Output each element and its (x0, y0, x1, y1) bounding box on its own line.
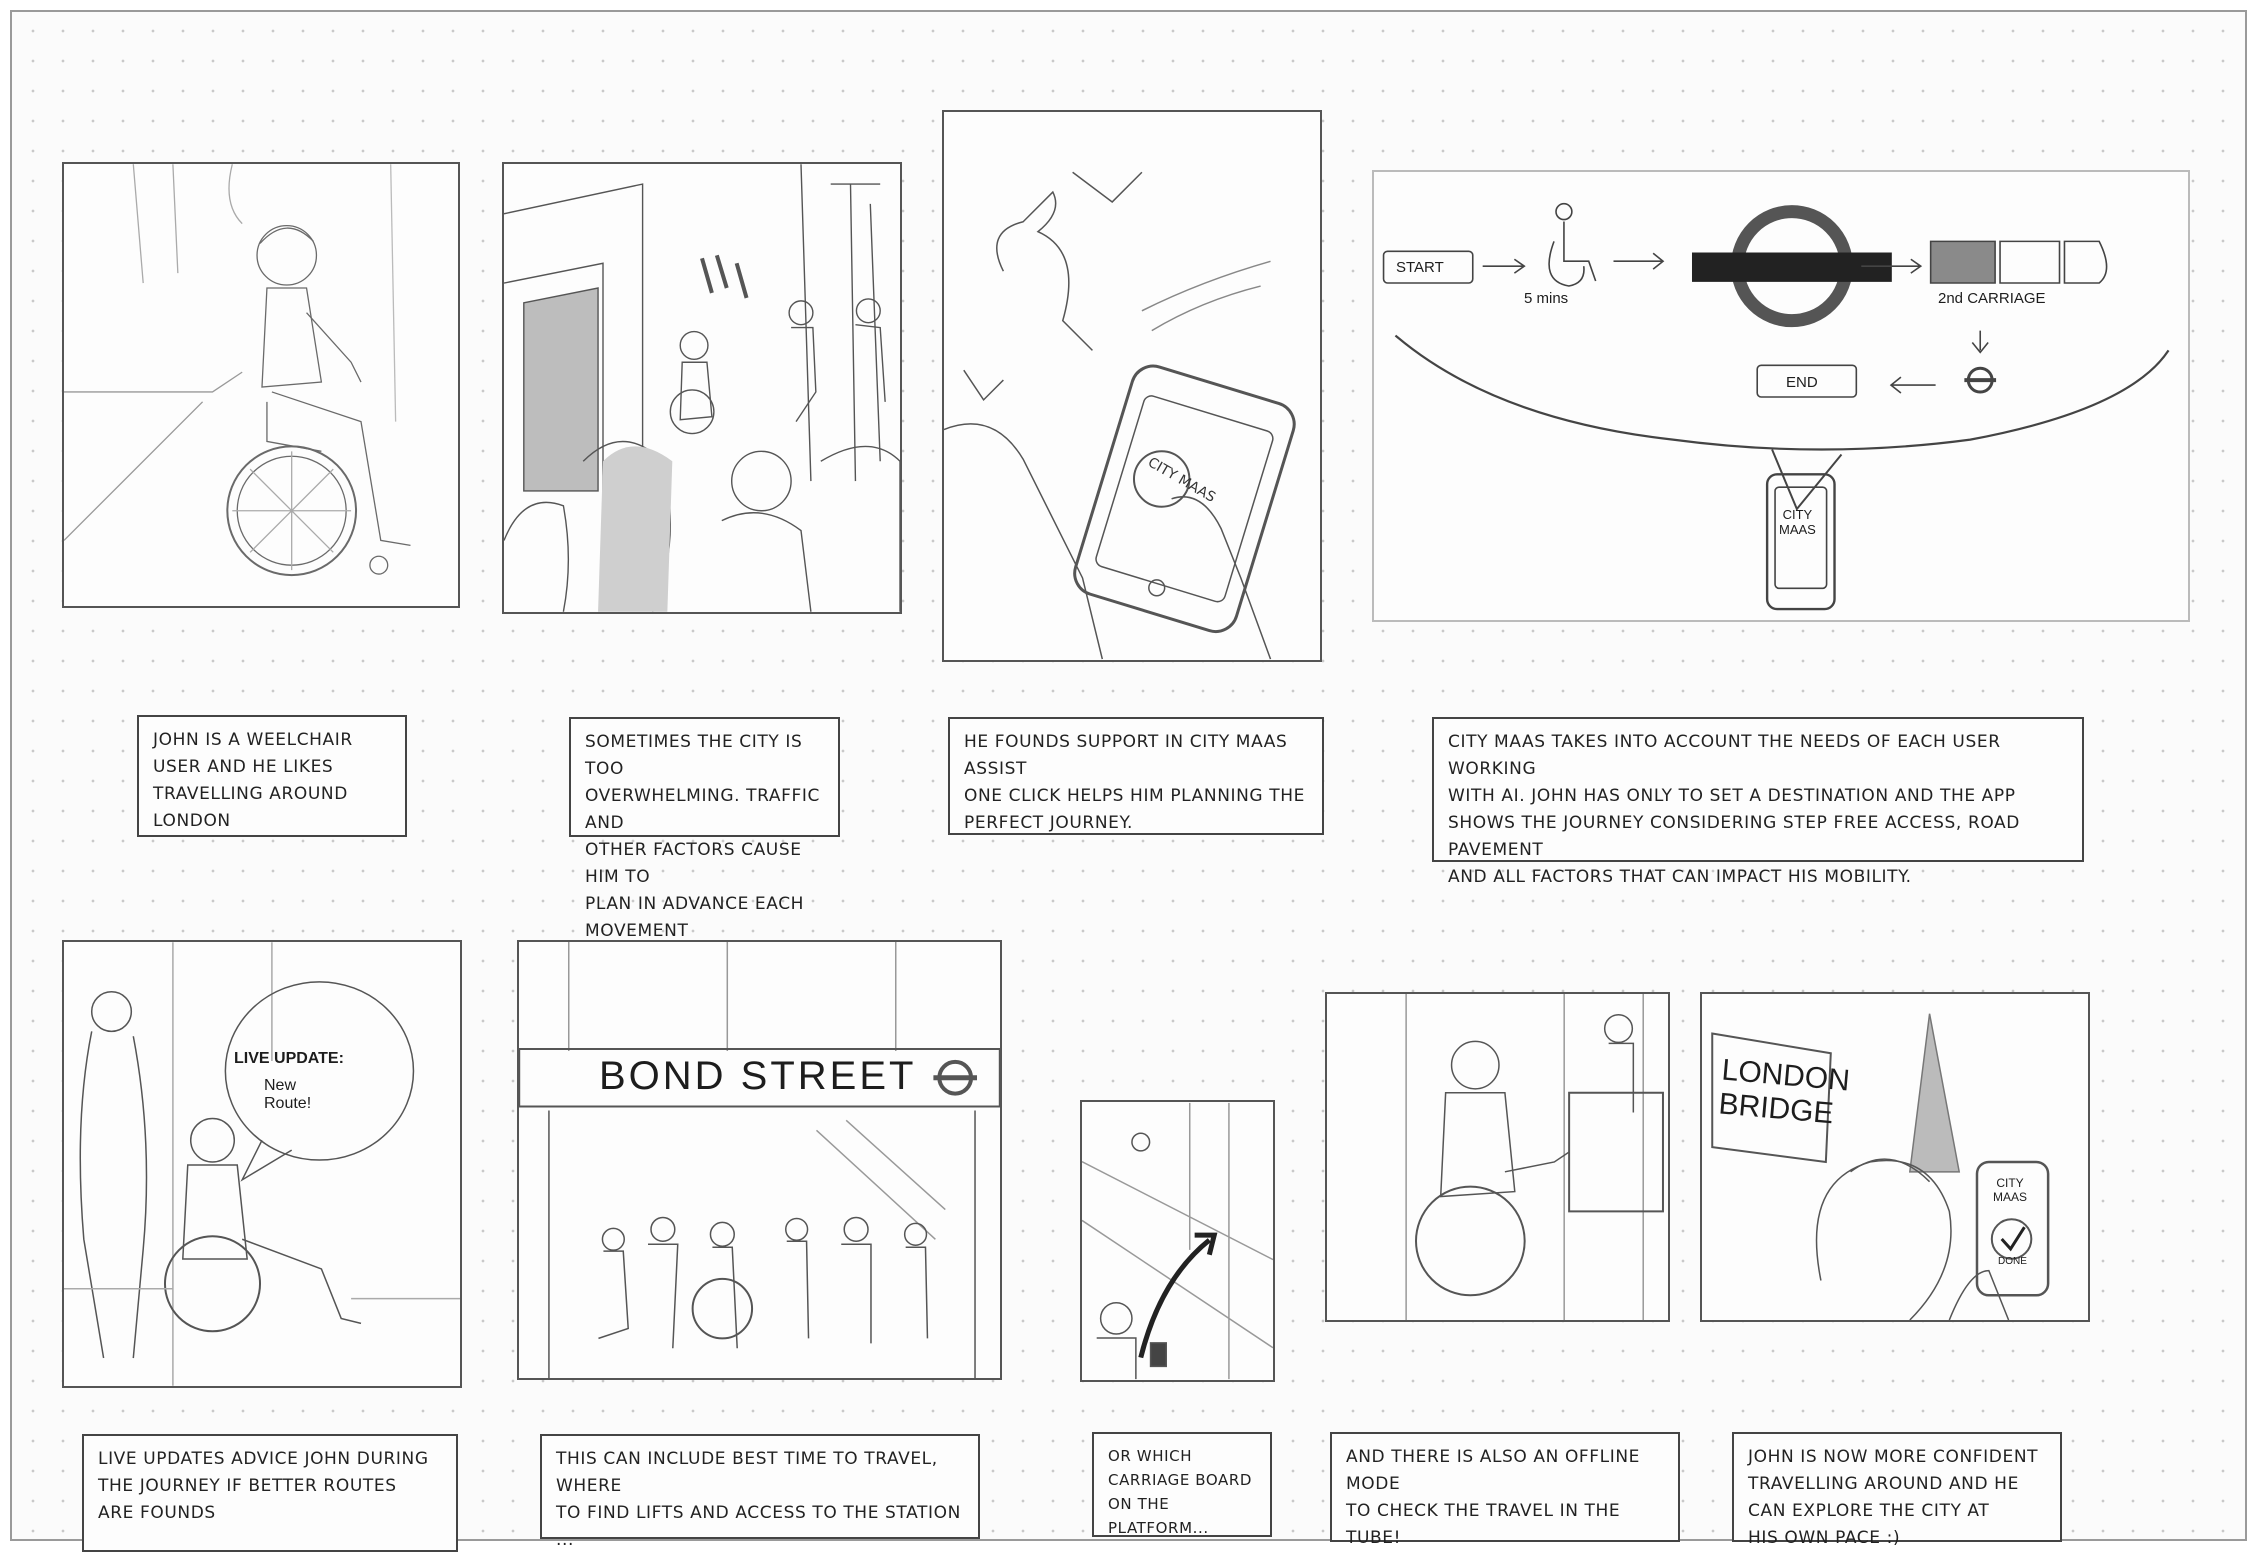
crowd-sketch (504, 164, 900, 612)
panel-4-journey-plan: START 5 mins 2nd CARRIAGE END CITY MAAS (1372, 170, 2190, 622)
mins-label: 5 mins (1524, 290, 1569, 307)
caption-9: John is now more confident travelling ar… (1732, 1432, 2062, 1548)
london-bridge-sign: LONDON BRIDGE (1717, 1053, 1852, 1131)
caption-2: Sometimes the City is too overwhelming. … (569, 717, 840, 941)
caption-5: Live updates advice John during the jour… (82, 1434, 458, 1552)
live-update-title: LIVE UPDATE: (234, 1050, 344, 1067)
caption-4: City Maas takes into account the needs o… (1432, 717, 2084, 887)
panel-1-wheelchair-user (62, 162, 460, 608)
end-label: END (1786, 374, 1818, 391)
start-label: START (1396, 259, 1444, 276)
storyboard-sheet: John is a weelchair user and he likes tr… (10, 10, 2247, 1552)
platform-sketch (1082, 1102, 1273, 1380)
caption-7: Or which carriage board on the platform.… (1092, 1432, 1272, 1537)
panel-3-phone-app: CITY MAAS (942, 110, 1322, 662)
panel-7-platform (1080, 1100, 1275, 1382)
caption-1: John is a weelchair user and he likes tr… (137, 715, 407, 837)
panel-8-offline-tube (1325, 992, 1670, 1322)
carriage-label: 2nd CARRIAGE (1938, 290, 2046, 307)
caption-3: He founds support in City Maas Assist On… (948, 717, 1324, 835)
caption-6: This can include best time to travel, wh… (540, 1434, 980, 1550)
done-label: DONE (1998, 1256, 2027, 1267)
wheelchair-user-sketch (64, 164, 458, 606)
tube-sketch (1327, 994, 1668, 1320)
panel4-phone-label: CITY MAAS (1779, 507, 1816, 537)
panel-6-bond-street: BOND STREET (517, 940, 1002, 1380)
live-update-text: New Route! (264, 1077, 312, 1112)
confident-john-sketch (1702, 994, 2088, 1320)
live-update-sketch (64, 942, 460, 1386)
journey-bubble-sketch (1374, 172, 2188, 620)
panel-2-city-crowd (502, 162, 902, 614)
station-crowd-sketch (519, 942, 1000, 1378)
caption-8: And there is also an offline mode to che… (1330, 1432, 1680, 1548)
panel-5-live-update: LIVE UPDATE: New Route! (62, 940, 462, 1388)
phone-hand-sketch: CITY MAAS (944, 112, 1320, 660)
panel9-phone-label: CITY MAAS (1993, 1176, 2028, 1204)
bond-street-sign: BOND STREET (599, 1054, 917, 1098)
panel-9-london-bridge: LONDON BRIDGE CITY MAAS DONE (1700, 992, 2090, 1322)
